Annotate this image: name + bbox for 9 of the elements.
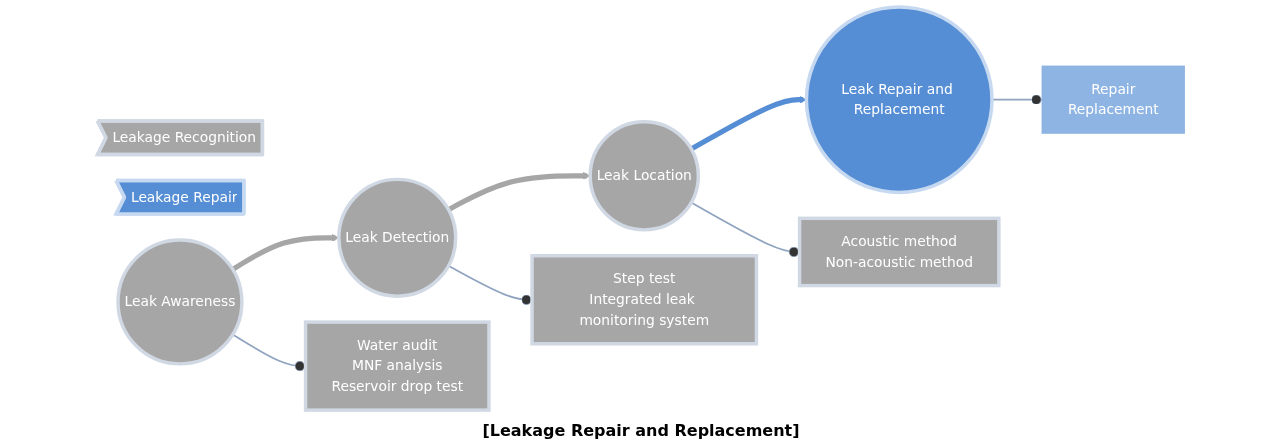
node-box: Step test Integrated leak monitoring system xyxy=(530,254,759,346)
node-circle: Leak Repair and Replacement xyxy=(804,5,994,195)
node-box: Acoustic method Non-acoustic method xyxy=(797,216,1001,288)
node-box: Repair Replacement xyxy=(1041,65,1185,134)
node-circle: Leak Location xyxy=(588,120,701,232)
node-circle: Leak Awareness xyxy=(116,238,244,366)
node-circle: Leak Detection xyxy=(337,177,458,298)
node-box: Water audit MNF analysis Reservoir drop test xyxy=(303,320,491,412)
caption: [Leakage Repair and Replacement] xyxy=(482,420,800,442)
